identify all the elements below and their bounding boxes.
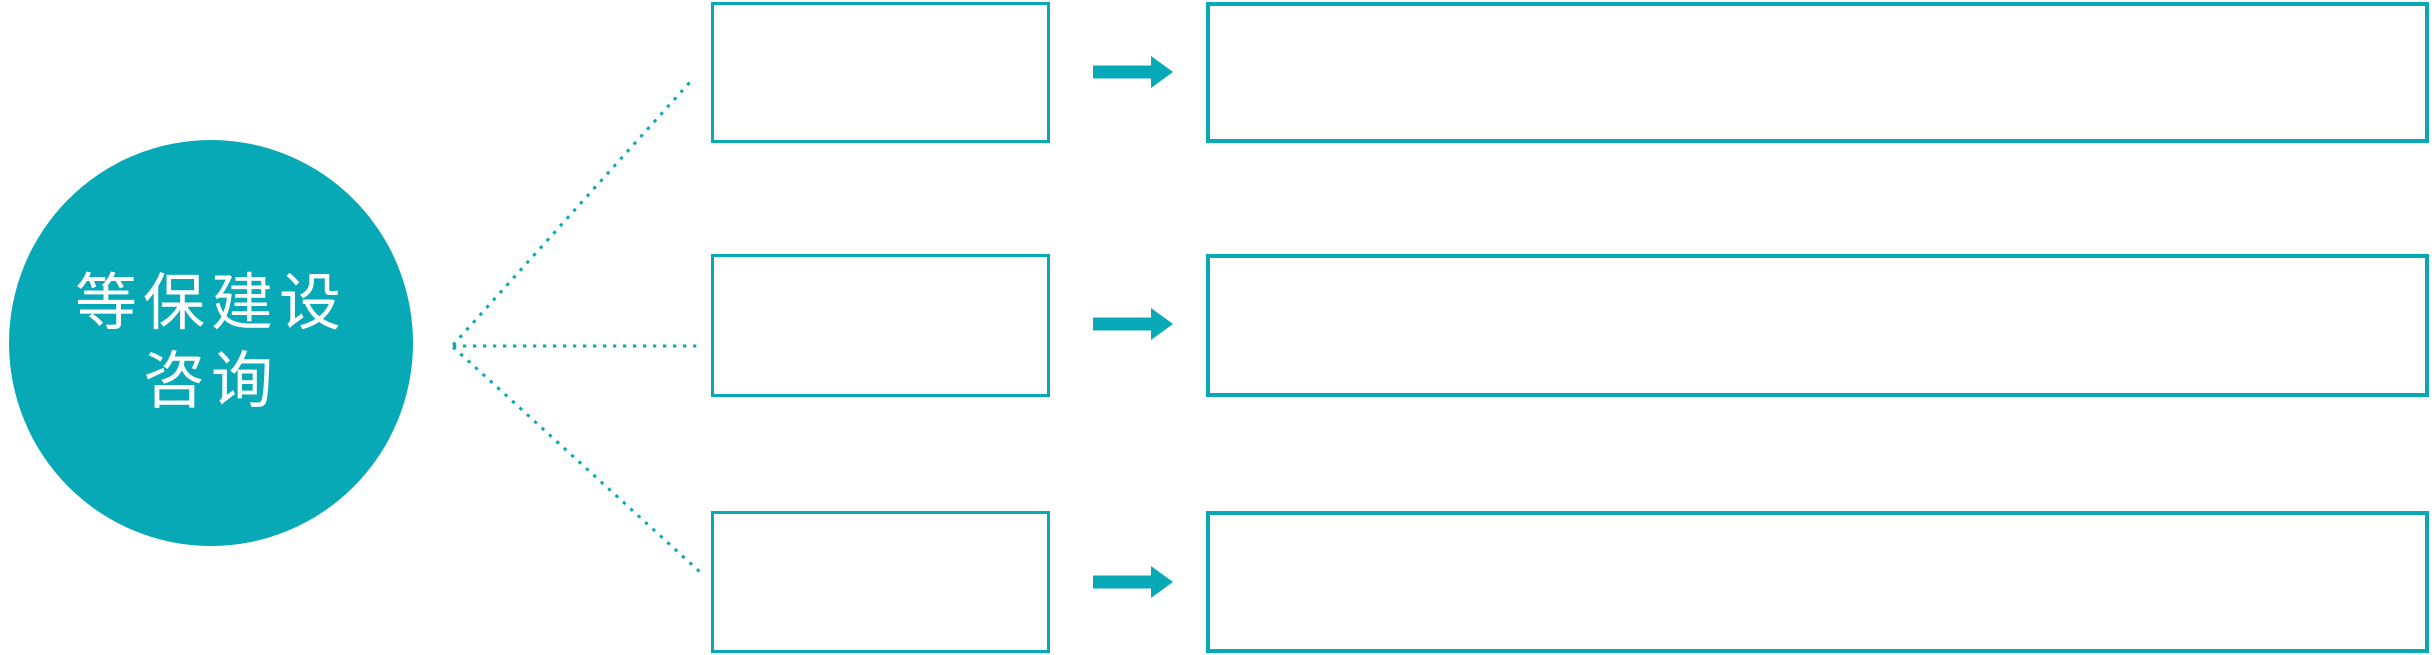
topic-box-2: [711, 254, 1050, 397]
center-node-circle: 等保建设 咨询: [9, 140, 413, 546]
detail-box-2: [1206, 254, 2429, 397]
dotted-connectors: [451, 80, 702, 574]
topic-box-1: [711, 2, 1050, 143]
detail-box-1: [1206, 2, 2429, 143]
center-node-label-line2: 咨询: [142, 347, 279, 416]
arrow-right-icon: [1093, 308, 1173, 340]
row-arrows: [1093, 56, 1173, 598]
dotted-connector-top: [451, 80, 692, 347]
dotted-connector-bottom: [451, 345, 702, 574]
center-node-label-line1: 等保建设: [74, 269, 347, 338]
topic-box-3: [711, 511, 1050, 653]
arrow-right-icon: [1093, 566, 1173, 598]
arrow-right-icon: [1093, 56, 1173, 88]
detail-box-3: [1206, 511, 2429, 653]
